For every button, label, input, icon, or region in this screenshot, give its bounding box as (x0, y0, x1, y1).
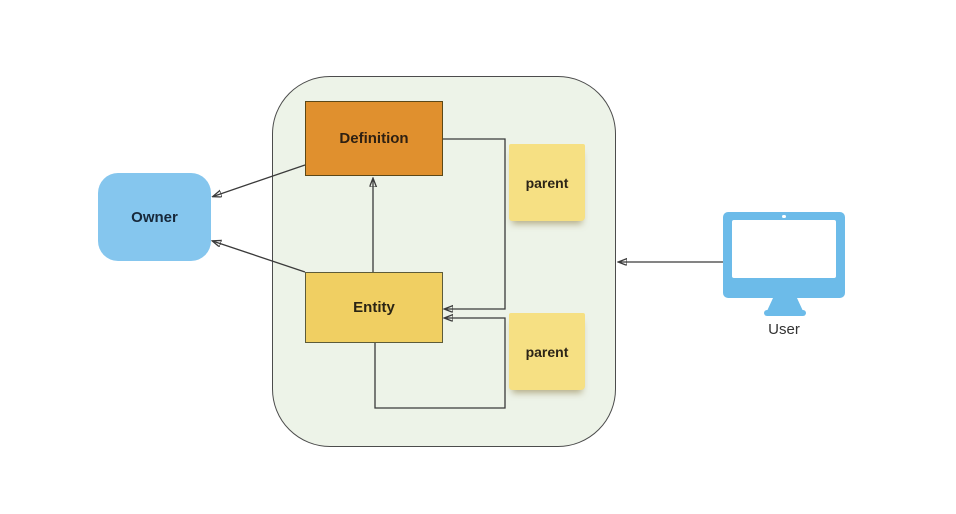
node-owner-label: Owner (131, 208, 178, 226)
monitor-screen (732, 220, 836, 278)
node-entity[interactable]: Entity (305, 272, 443, 343)
edge-entity-self-loop[interactable] (374, 318, 506, 409)
sticky-note-label: parent (525, 174, 569, 191)
camera-dot-icon (782, 214, 786, 218)
sticky-note-parent-top[interactable]: parent (509, 144, 585, 221)
sticky-note-label: parent (525, 343, 569, 360)
node-definition[interactable]: Definition (305, 101, 443, 176)
node-entity-label: Entity (353, 299, 395, 316)
monitor-stand-base (764, 310, 806, 316)
edge-definition-to-entity[interactable] (443, 138, 506, 309)
user-label: User (768, 321, 800, 338)
sticky-note-parent-bottom[interactable]: parent (509, 313, 585, 390)
node-definition-label: Definition (339, 130, 409, 147)
monitor-icon[interactable] (723, 212, 845, 298)
edge-definition-to-owner[interactable] (213, 164, 306, 197)
node-owner[interactable]: Owner (98, 173, 211, 261)
monitor-stand-neck (767, 297, 803, 311)
edge-entity-to-owner[interactable] (213, 241, 306, 273)
